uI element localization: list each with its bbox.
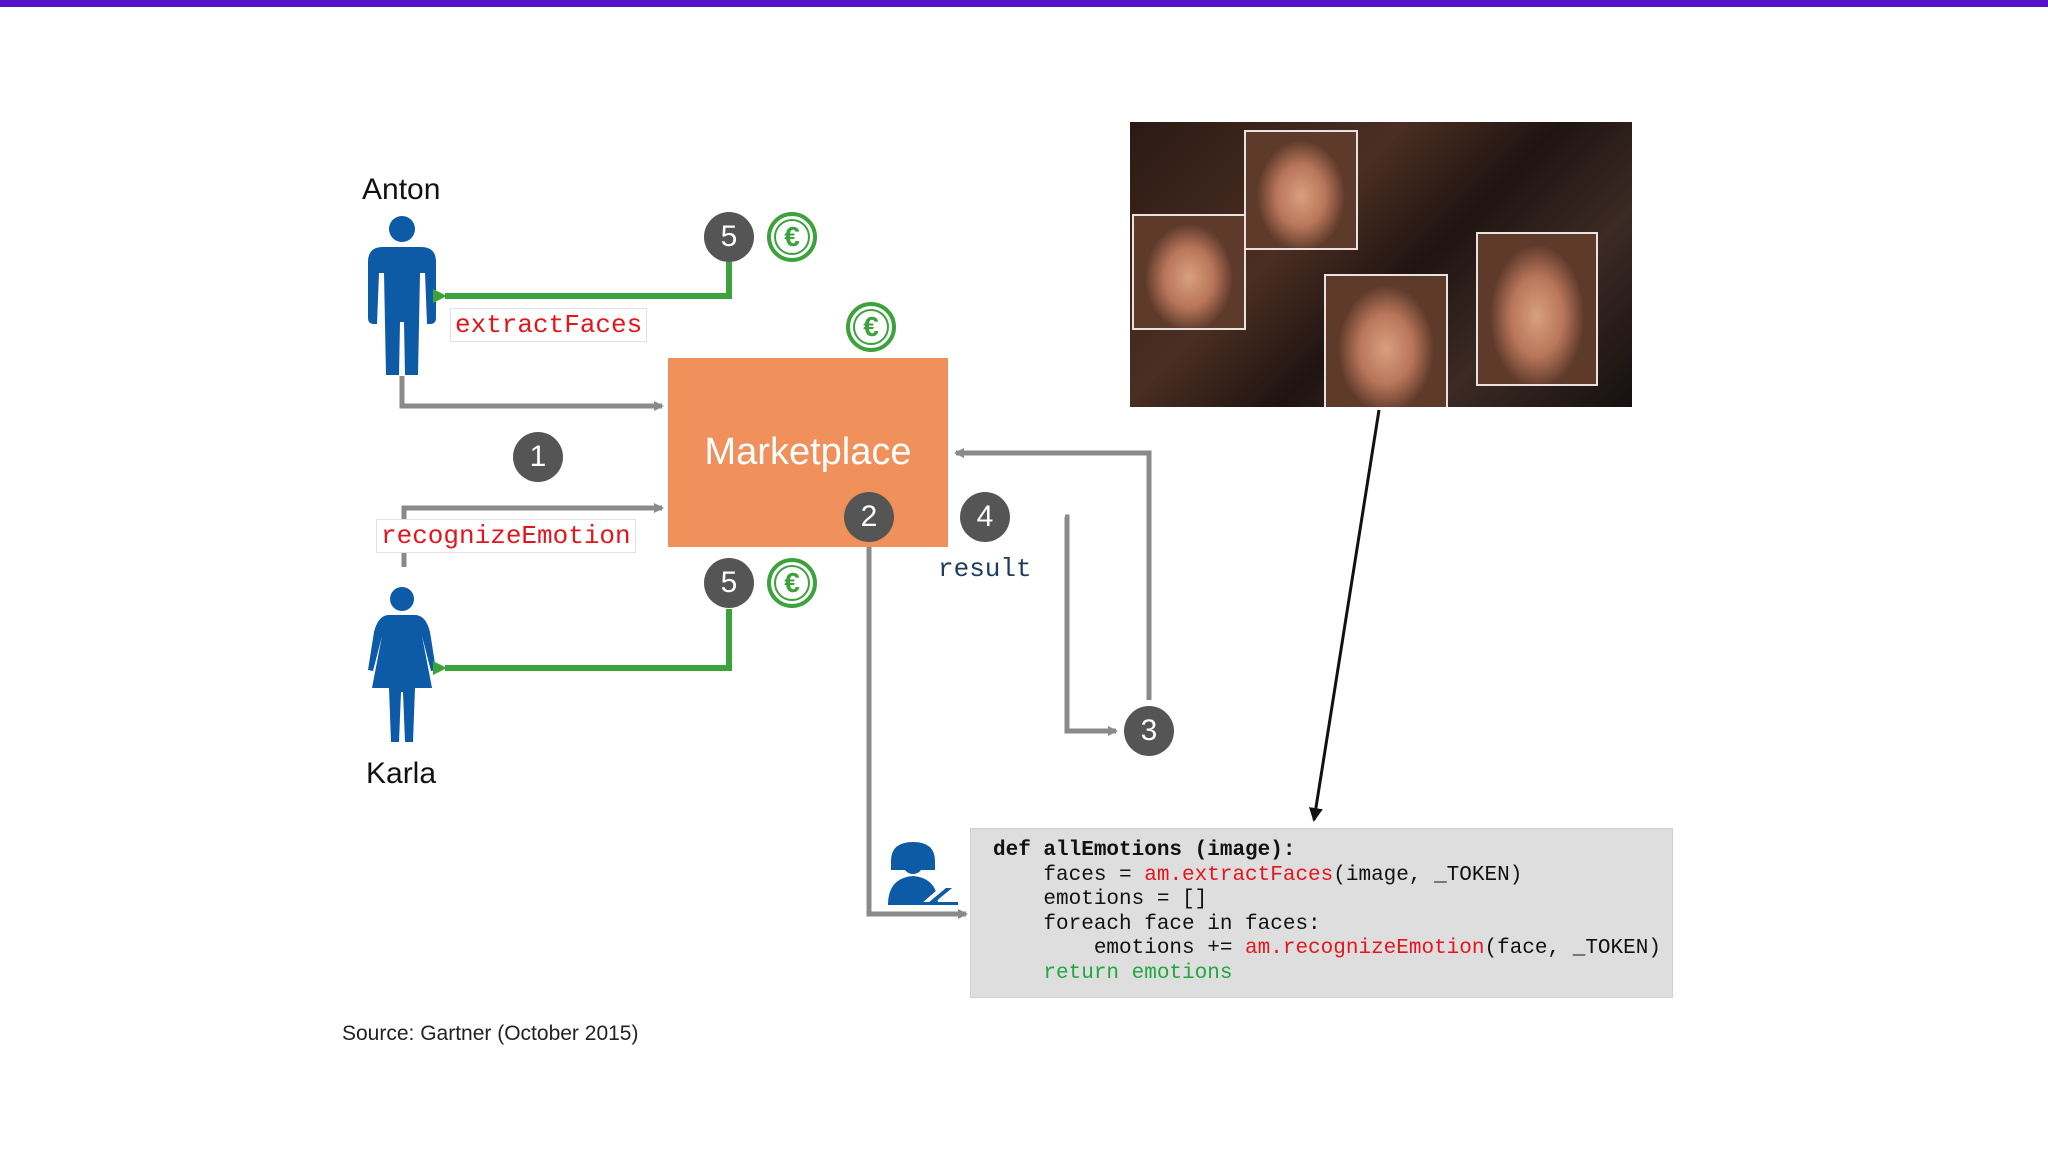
developer-link-arrow <box>866 545 968 919</box>
euro-symbol: € <box>863 311 879 342</box>
euro-symbol: € <box>784 221 800 252</box>
developer-icon <box>888 842 958 905</box>
code-snippet: def allEmotions (image): faces = am.extr… <box>970 828 1673 998</box>
karla-payment-arrow <box>433 609 732 675</box>
female-user-icon <box>368 587 436 742</box>
anton-payment-arrow <box>433 262 732 303</box>
anton-request-arrow <box>399 376 664 411</box>
result-label: result <box>938 554 1032 584</box>
euro-coin-icon: € <box>846 302 896 352</box>
code-line: foreach face in faces: <box>993 912 1321 936</box>
code-line: def allEmotions (image): <box>993 839 1296 862</box>
step-4-badge: 4 <box>960 492 1010 542</box>
step-5-karla-badge: 5 <box>704 558 754 608</box>
service-call-arrow <box>1064 514 1118 736</box>
code-line: emotions = [] <box>993 888 1208 912</box>
step-2-badge: 2 <box>844 492 894 542</box>
marketplace-box: Marketplace <box>668 358 948 547</box>
source-caption: Source: Gartner (October 2015) <box>342 1022 639 1045</box>
anton-label: Anton <box>362 173 441 206</box>
code-line: emotions += am.recognizeEmotion(face, _T… <box>993 937 1672 962</box>
code-text: faces = <box>993 863 1145 887</box>
euro-coin-icon: € <box>767 558 817 608</box>
code-line: return emotions <box>993 961 1233 985</box>
euro-coin-icon: € <box>767 212 817 262</box>
code-line: faces = am.extractFaces(image, _TOKEN) <box>993 864 1672 889</box>
euro-symbol: € <box>784 567 800 598</box>
extract-faces-label: extractFaces <box>450 308 648 342</box>
code-text: (face, _TOKEN) <box>1484 937 1661 961</box>
detected-face-box <box>1476 232 1598 386</box>
service-result-arrow <box>954 448 1152 700</box>
detected-face-box <box>1324 274 1448 407</box>
top-accent-bar <box>0 0 2048 7</box>
step-3-badge: 3 <box>1124 706 1174 756</box>
step-5-anton-badge: 5 <box>704 212 754 262</box>
code-text: emotions += <box>993 937 1246 961</box>
step-1-badge: 1 <box>513 432 563 482</box>
detected-face-box <box>1244 130 1358 250</box>
code-call: am.extractFaces <box>1144 863 1334 887</box>
faces-photo <box>1130 122 1632 407</box>
photo-to-code-arrow <box>1308 409 1381 822</box>
code-call: am.recognizeEmotion <box>1245 937 1485 961</box>
code-text: (image, _TOKEN) <box>1333 863 1523 887</box>
marketplace-label: Marketplace <box>704 431 912 473</box>
detected-face-box <box>1132 214 1246 330</box>
karla-label: Karla <box>366 757 437 790</box>
male-user-icon <box>368 216 436 375</box>
recognize-emotion-label: recognizeEmotion <box>376 519 636 553</box>
